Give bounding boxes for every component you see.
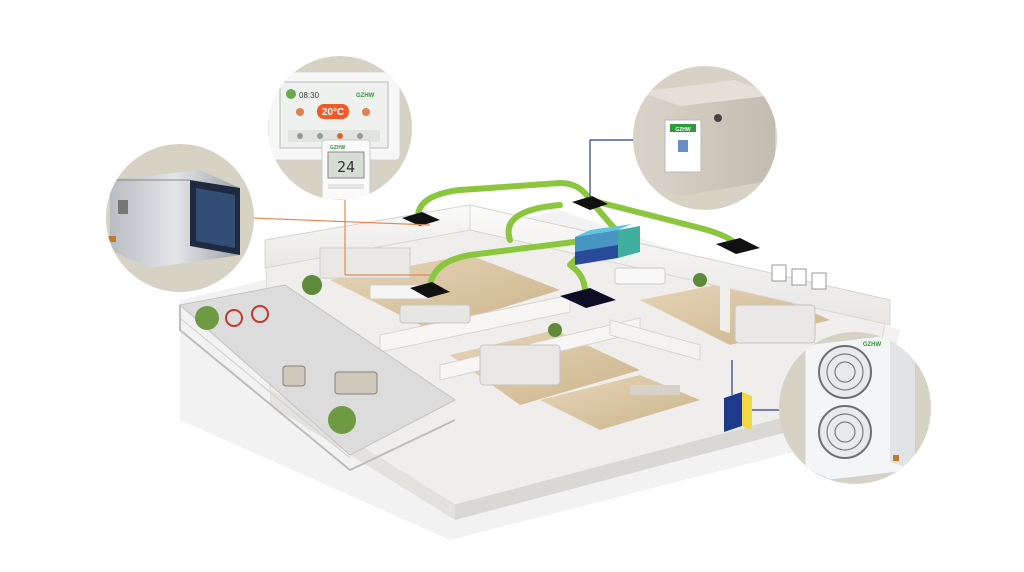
ahu-face	[575, 230, 618, 252]
balcony-plant-1	[195, 306, 219, 330]
small-thermostat-screen	[327, 151, 365, 179]
outdoor-condenser-icon: GZHW	[804, 334, 916, 481]
plant-3	[693, 273, 707, 287]
touch-panel-logo-icon	[286, 89, 296, 99]
house-cutaway	[180, 204, 900, 540]
duct-to-bedroom	[567, 242, 593, 295]
small-thermostat-temperature: 24	[337, 158, 355, 176]
balcony	[178, 284, 456, 472]
touch-panel-temperature: 20°C	[322, 107, 344, 118]
temp-display-pill	[317, 104, 349, 119]
hru-brand: GZHW	[675, 127, 691, 133]
balcony-railing	[179, 305, 456, 472]
outdoor-chair	[282, 365, 306, 387]
connector-duct-unit	[251, 217, 431, 226]
control-box-icon	[724, 392, 752, 432]
bicycle-icon	[225, 309, 243, 327]
bed-2	[734, 304, 816, 344]
outdoor-sofa	[334, 371, 378, 395]
wall-picture-3	[811, 272, 827, 290]
vent-grille-2	[572, 196, 608, 210]
vent-grille-5	[560, 288, 616, 308]
vent-grille-4	[410, 282, 450, 298]
wall-picture-1	[771, 264, 787, 282]
front-wall-right	[455, 395, 870, 520]
plant-1	[302, 275, 322, 295]
vent-grille-1	[402, 212, 440, 226]
small-thermostat-brand: GZHW	[330, 145, 346, 151]
bed-1	[479, 344, 561, 386]
temp-up-icon	[362, 108, 370, 116]
central-ahu	[575, 224, 640, 265]
connector-lines	[251, 139, 785, 411]
thermostat-callout: 08:30 GZHW 20°C GZHW 24	[268, 56, 412, 200]
wall-picture-2	[791, 268, 807, 286]
ahu-top	[575, 224, 632, 237]
outdoor-unit-callout: GZHW	[779, 332, 931, 484]
interior-wall-3	[609, 319, 701, 361]
ducted-indoor-unit-icon	[106, 170, 240, 268]
temp-down-icon	[296, 108, 304, 116]
plant-2	[548, 323, 562, 337]
touch-panel-brand: GZHW	[356, 93, 375, 99]
living-sofa	[399, 304, 471, 324]
touch-panel-clock: 08:30	[299, 91, 320, 100]
fresh-air-unit-icon: GZHW	[640, 80, 775, 196]
heat-recovery-callout: GZHW	[633, 66, 777, 210]
balcony-floor	[178, 284, 456, 456]
kitchen-cabinets	[319, 247, 411, 279]
back-wall-right	[469, 204, 891, 326]
duct-main-top	[415, 180, 593, 220]
vent-grille-3	[716, 238, 760, 254]
ducted-indoor-unit-callout	[106, 144, 254, 292]
interior-wall-4	[720, 270, 730, 333]
duct-loop	[505, 202, 563, 243]
balcony-plant-2	[328, 406, 356, 434]
bathroom-tub	[614, 267, 666, 285]
vent-grilles	[402, 196, 760, 308]
desk	[630, 385, 680, 395]
interior-wall-1	[379, 294, 571, 353]
outdoor-brand: GZHW	[863, 342, 882, 348]
ahu-side	[618, 226, 640, 258]
